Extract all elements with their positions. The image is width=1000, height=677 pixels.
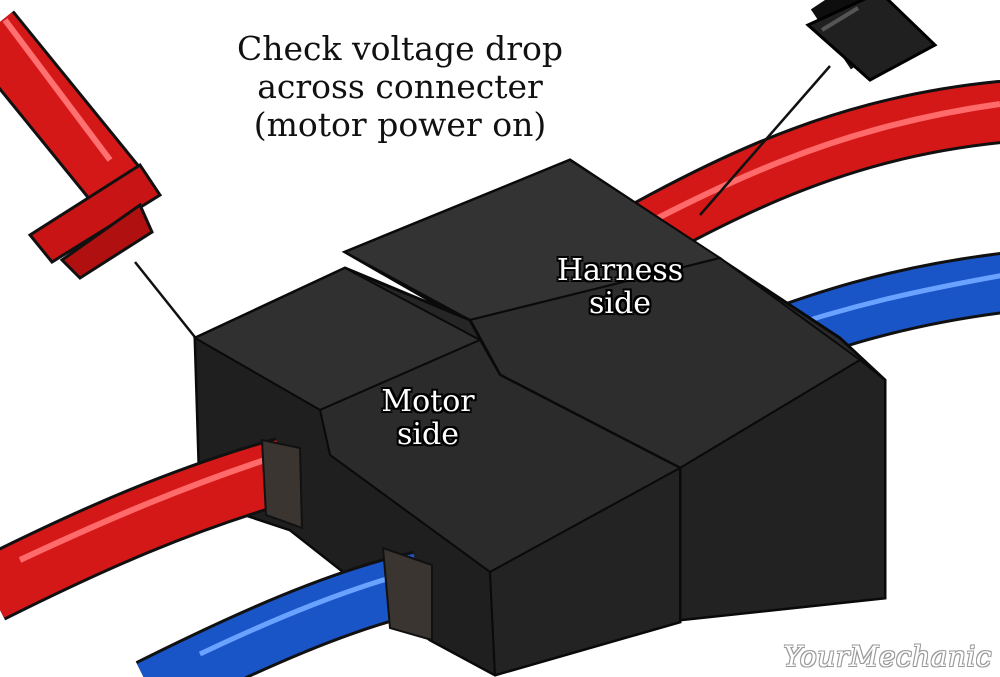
harness-side-label: Harness side <box>540 254 700 320</box>
caption-line-3: (motor power on) <box>253 105 547 144</box>
motor-side-label: Motor side <box>348 385 508 451</box>
connector-harness-half <box>341 158 887 622</box>
harness-label-line-1: Harness <box>556 253 684 288</box>
harness-label-line-2: side <box>589 286 651 321</box>
caption-line-2: across connecter <box>257 67 543 106</box>
motor-label-line-2: side <box>397 417 459 452</box>
black-probe-lead <box>699 65 831 216</box>
black-test-probe <box>805 0 938 82</box>
motor-label-line-1: Motor <box>381 384 475 419</box>
red-test-probe <box>0 10 163 280</box>
caption: Check voltage drop across connecter (mot… <box>200 30 600 144</box>
caption-line-1: Check voltage drop <box>236 29 564 68</box>
motor-red-wire <box>0 437 304 621</box>
yourmechanic-watermark: YourMechanic <box>783 640 992 673</box>
motor-blue-wire <box>135 546 433 677</box>
